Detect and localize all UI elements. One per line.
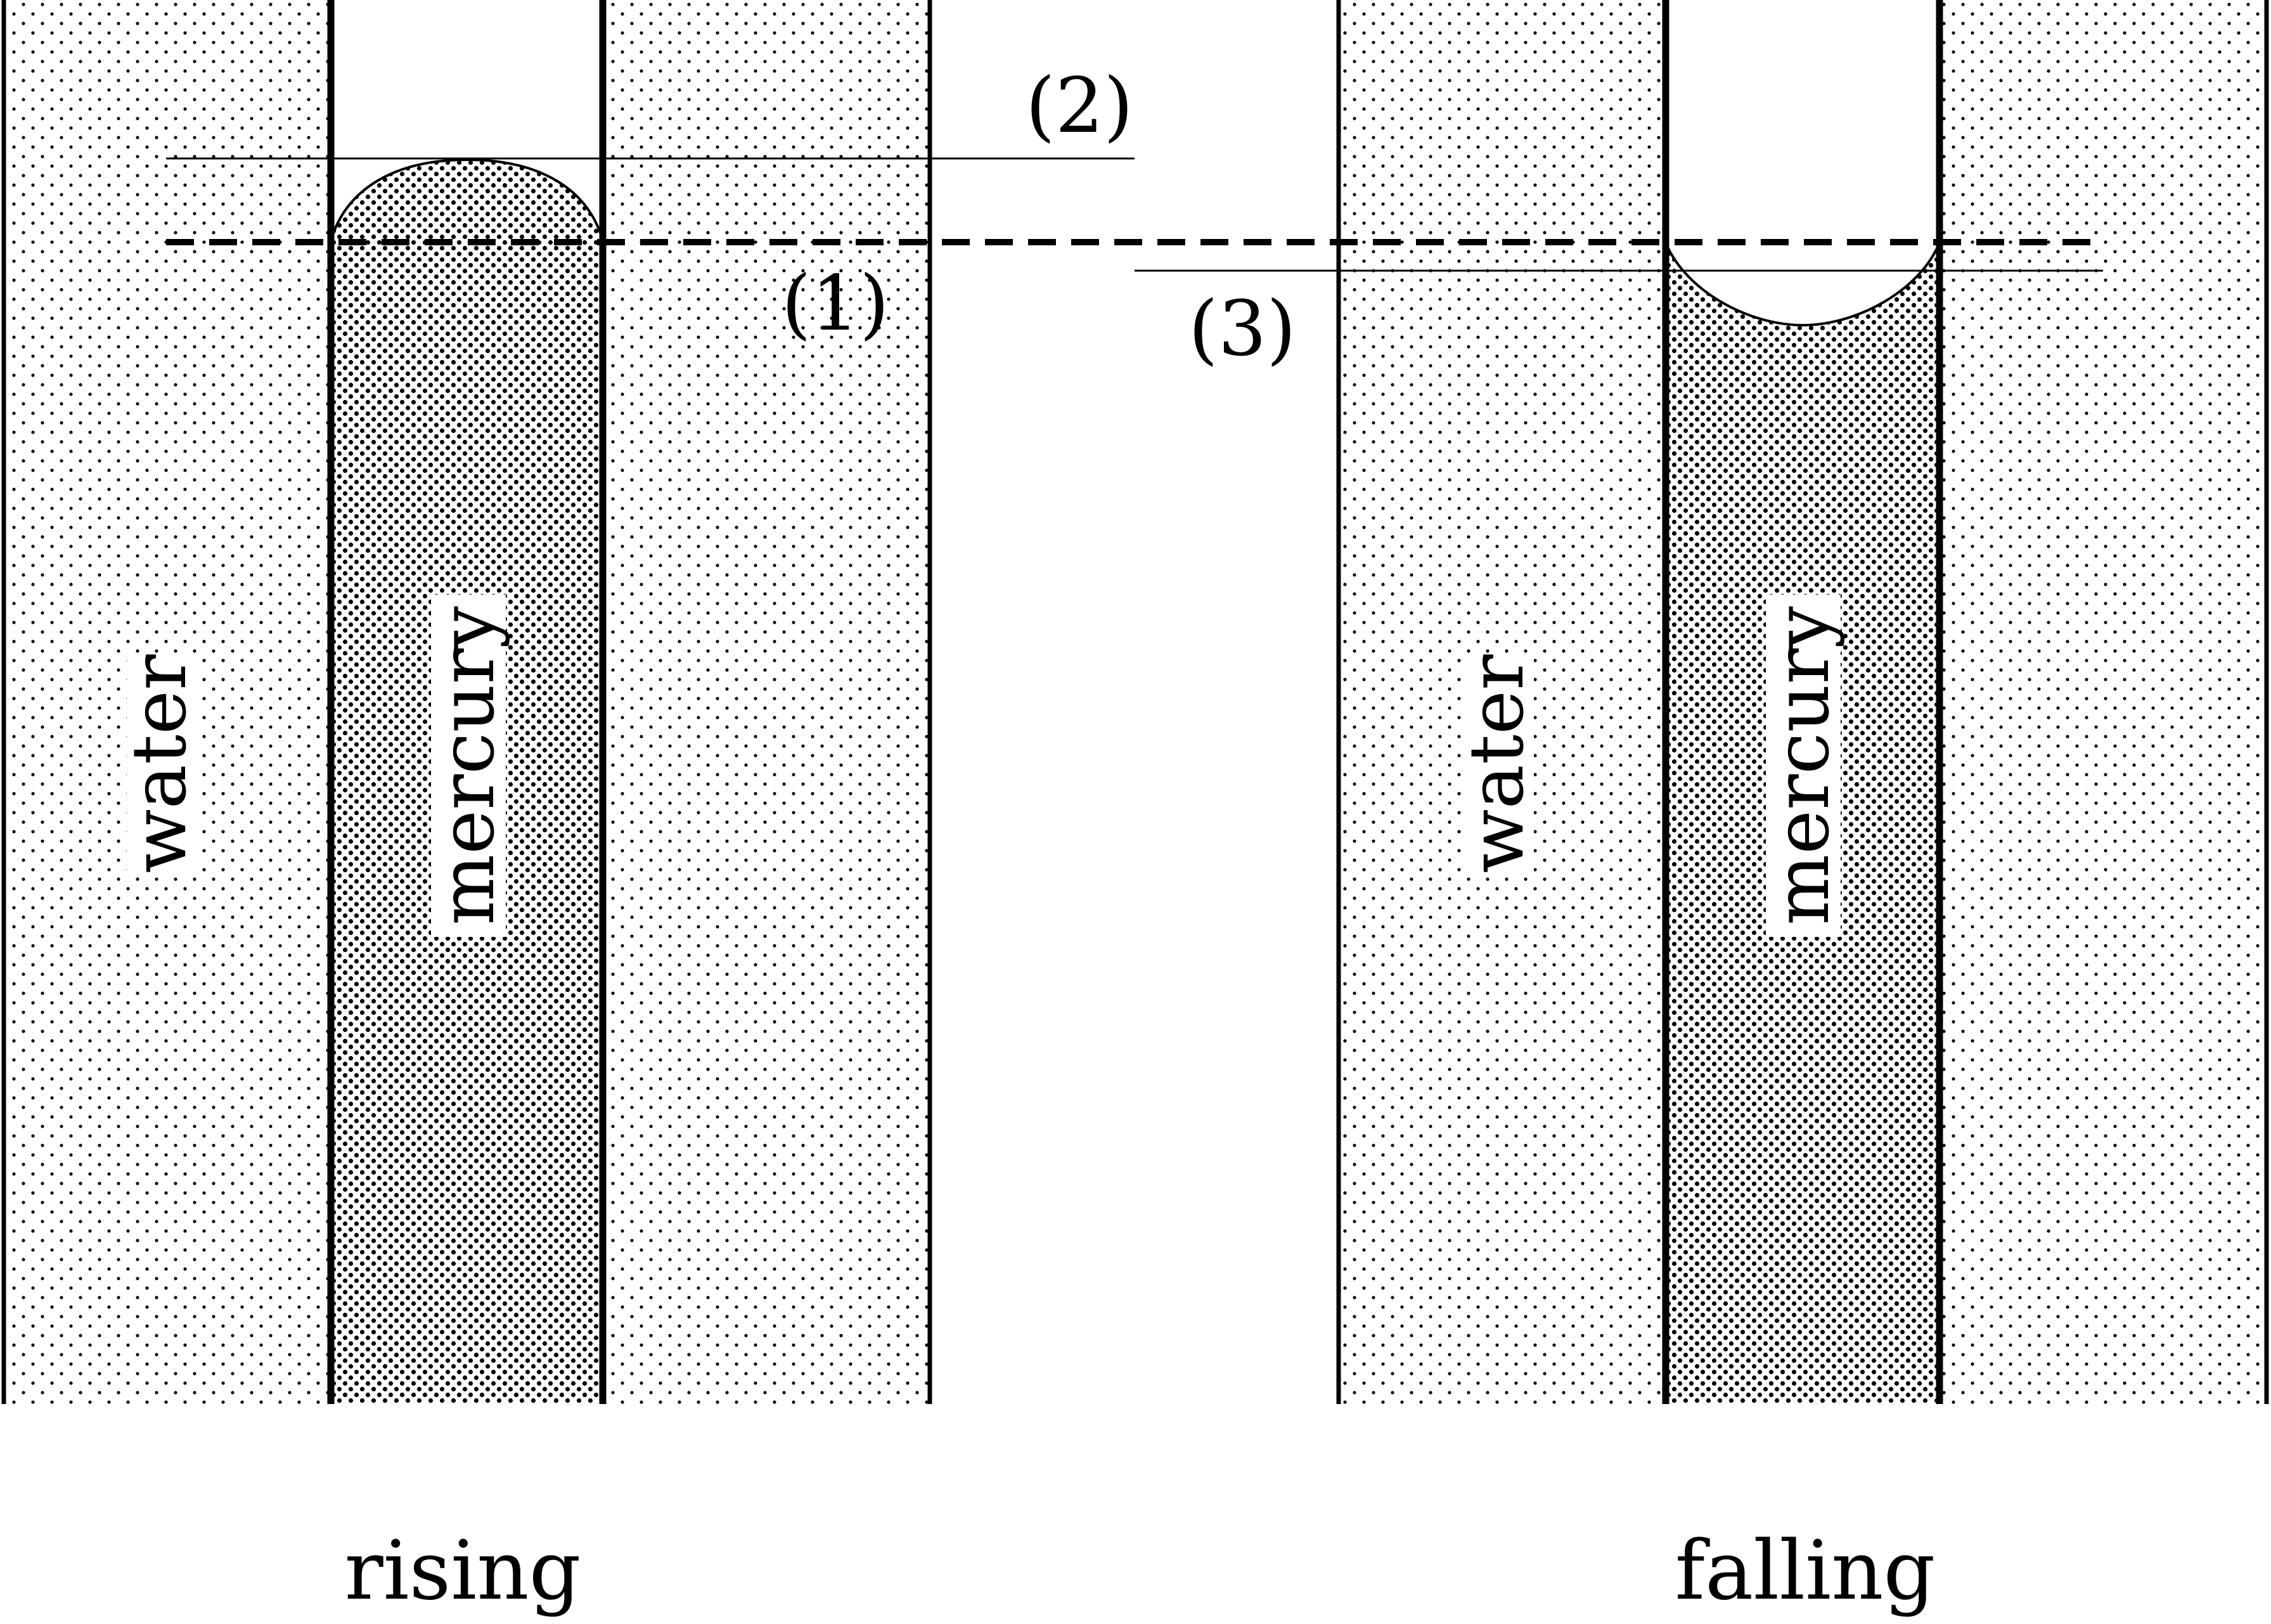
rising-panel xyxy=(1,0,932,1404)
rising-mercury-label-bg xyxy=(431,595,506,937)
falling-mercury-label-bg xyxy=(1766,595,1841,937)
rising-mercury-label: mercury xyxy=(423,606,511,925)
rising-water-label-bg xyxy=(127,656,196,872)
falling-panel xyxy=(1336,0,2269,1404)
level-label-3: (3) xyxy=(1188,285,1296,373)
falling-water-label-bg xyxy=(1464,656,1534,872)
rising-water-label: water xyxy=(115,654,203,873)
falling-water-label: water xyxy=(1453,654,1540,873)
falling-caption: falling xyxy=(1675,1524,1936,1618)
falling-water-right xyxy=(1940,0,2267,1404)
rising-water-right xyxy=(603,0,930,1404)
rising-meniscus-convex xyxy=(330,158,604,242)
rising-caption: rising xyxy=(344,1524,581,1618)
falling-mercury-label: mercury xyxy=(1758,606,1846,925)
level-label-1: (1) xyxy=(782,260,889,348)
falling-meniscus-concave xyxy=(1664,242,1941,327)
level-label-2: (2) xyxy=(1026,62,1133,150)
